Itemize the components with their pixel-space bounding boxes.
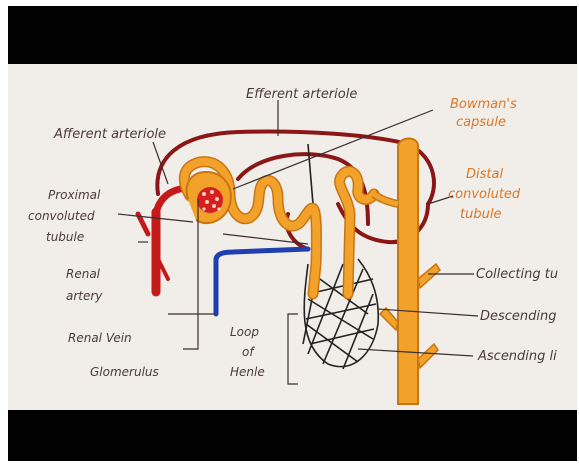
label-distal-3: tubule — [460, 207, 501, 222]
label-afferent-arteriole: Afferent arteriole — [53, 127, 166, 142]
label-proximal-2: convoluted — [28, 209, 95, 223]
label-renal-vein: Renal Vein — [68, 331, 132, 345]
label-efferent-arteriole: Efferent arteriole — [246, 87, 357, 102]
label-proximal-3: tubule — [46, 230, 84, 244]
label-renal-artery-2: artery — [66, 289, 103, 303]
video-player[interactable]: Efferent arteriole Afferent arteriole Bo… — [8, 6, 577, 461]
diagram-paper: Efferent arteriole Afferent arteriole Bo… — [8, 64, 577, 410]
label-bowmans-1: Bowman's — [450, 97, 517, 112]
label-loop-1: Loop — [230, 325, 259, 339]
label-loop-2: of — [242, 345, 255, 359]
label-distal-1: Distal — [466, 167, 503, 182]
collecting-duct — [374, 139, 440, 405]
label-glomerulus: Glomerulus — [90, 365, 159, 379]
bowmans-capsule — [187, 172, 231, 223]
label-proximal-1: Proximal — [48, 188, 101, 202]
label-ascending: Ascending li — [477, 349, 557, 364]
label-loop-3: Henle — [230, 365, 265, 379]
label-descending: Descending — [480, 309, 557, 324]
nephron-diagram: Efferent arteriole Afferent arteriole Bo… — [8, 64, 577, 410]
renal-vein — [216, 249, 308, 314]
label-collecting-tubule: Collecting tu — [476, 267, 558, 282]
label-distal-2: convoluted — [448, 187, 521, 202]
label-renal-artery-1: Renal — [66, 267, 101, 281]
label-bowmans-2: capsule — [456, 115, 506, 130]
